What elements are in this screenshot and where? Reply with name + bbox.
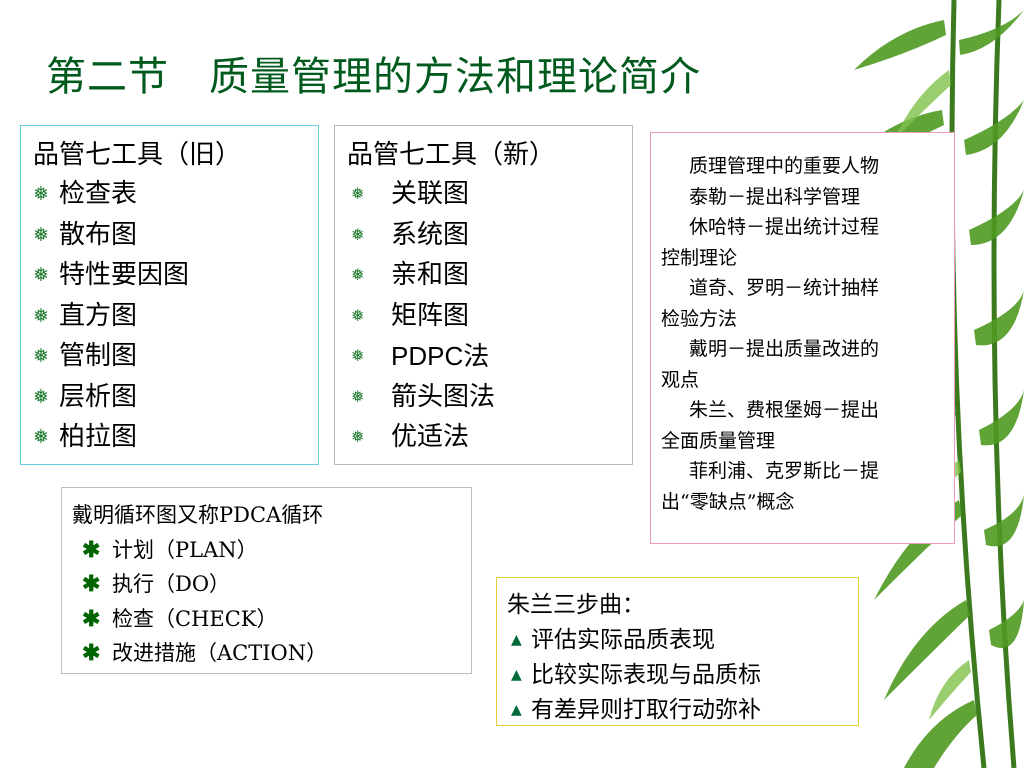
- snowflake-bullet-icon: ❅: [351, 346, 365, 365]
- triangle-bullet-icon: ▲: [511, 702, 522, 718]
- list-item: ❅直方图: [33, 296, 318, 337]
- snowflake-bullet-icon: ❅: [351, 427, 365, 446]
- list-item: ❅优适法: [347, 417, 632, 458]
- asterisk-bullet-icon: ✱: [82, 640, 101, 666]
- snowflake-bullet-icon: ❅: [33, 264, 49, 286]
- quality-people-box: 质理管理中的重要人物 泰勒－提出科学管理 休哈特－提出统计过程 控制理论 道奇、…: [650, 132, 955, 544]
- list-item: ✱计划（PLAN）: [72, 533, 471, 568]
- snowflake-bullet-icon: ❅: [351, 386, 365, 406]
- snowflake-bullet-icon: ❅: [33, 385, 49, 408]
- old-tools-heading: 品管七工具（旧）: [33, 140, 242, 170]
- people-line: 休哈特－提出统计过程: [689, 216, 880, 238]
- new-tools-box: 品管七工具（新） ❅关联图 ❅系统图 ❅亲和图 ❅矩阵图 ❅PDPC法 ❅箭头图…: [334, 125, 633, 465]
- list-item: ❅系统图: [347, 215, 632, 256]
- snowflake-bullet-icon: ❅: [33, 345, 49, 367]
- list-item: ❅PDPC法: [347, 336, 632, 377]
- title-text: 质量管理的方法和理论简介: [209, 54, 701, 100]
- snowflake-bullet-icon: ❅: [351, 224, 365, 244]
- juran-heading: 朱兰三步曲：: [507, 592, 645, 618]
- asterisk-bullet-icon: ✱: [82, 605, 101, 632]
- asterisk-bullet-icon: ✱: [82, 571, 101, 597]
- list-item: ❅管制图: [33, 336, 318, 377]
- people-line: 出“零缺点”概念: [661, 490, 795, 513]
- snowflake-bullet-icon: ❅: [33, 426, 49, 448]
- people-line: 泰勒－提出科学管理: [689, 185, 861, 208]
- people-line: 道奇、罗明－统计抽样: [689, 277, 880, 299]
- new-tools-heading: 品管七工具（新）: [347, 140, 556, 170]
- list-item: ❅箭头图法: [347, 377, 632, 418]
- list-item: ❅特性要因图: [33, 255, 318, 296]
- list-item: ▲评估实际品质表现: [507, 623, 858, 658]
- people-line: 控制理论: [661, 246, 738, 269]
- triangle-bullet-icon: ▲: [511, 667, 522, 683]
- people-line: 戴明－提出质量改进的: [689, 338, 880, 360]
- page-title: 第二节质量管理的方法和理论简介: [46, 44, 701, 102]
- old-tools-box: 品管七工具（旧） ❅检查表 ❅散布图 ❅特性要因图 ❅直方图 ❅管制图 ❅层析图…: [20, 125, 319, 465]
- list-item: ▲比较实际表现与品质标: [507, 658, 858, 693]
- list-item: ❅关联图: [347, 174, 632, 215]
- asterisk-bullet-icon: ✱: [82, 536, 101, 563]
- pdca-box: 戴明循环图又称PDCA循环 ✱计划（PLAN） ✱执行（DO） ✱检查（CHEC…: [61, 487, 472, 674]
- title-section: 第二节: [46, 54, 169, 100]
- list-item: ❅散布图: [33, 215, 318, 256]
- people-line: 朱兰、费根堡姆－提出: [689, 399, 880, 421]
- list-item: ❅柏拉图: [33, 417, 318, 458]
- list-item: ❅层析图: [33, 377, 318, 418]
- triangle-bullet-icon: ▲: [511, 632, 522, 648]
- people-line: 检验方法: [661, 307, 738, 330]
- list-item: ❅检查表: [33, 174, 318, 215]
- people-line: 观点: [661, 368, 700, 391]
- snowflake-bullet-icon: ❅: [33, 183, 49, 205]
- people-line: 全面质量管理: [661, 429, 776, 452]
- list-item: ❅亲和图: [347, 255, 632, 296]
- juran-box: 朱兰三步曲： ▲评估实际品质表现 ▲比较实际表现与品质标 ▲有差异则打取行动弥补: [496, 577, 859, 726]
- snowflake-bullet-icon: ❅: [351, 265, 365, 284]
- pdca-heading: 戴明循环图又称PDCA循环: [72, 503, 324, 527]
- people-line: 质理管理中的重要人物: [689, 155, 880, 177]
- snowflake-bullet-icon: ❅: [351, 305, 365, 325]
- people-line: 菲利浦、克罗斯比－提: [689, 460, 880, 482]
- snowflake-bullet-icon: ❅: [351, 184, 365, 203]
- list-item: ✱改进措施（ACTION）: [72, 636, 471, 671]
- list-item: ✱执行（DO）: [72, 567, 471, 602]
- snowflake-bullet-icon: ❅: [33, 223, 49, 246]
- list-item: ❅矩阵图: [347, 296, 632, 337]
- list-item: ▲有差异则打取行动弥补: [507, 693, 858, 728]
- list-item: ✱检查（CHECK）: [72, 602, 471, 637]
- snowflake-bullet-icon: ❅: [33, 304, 49, 327]
